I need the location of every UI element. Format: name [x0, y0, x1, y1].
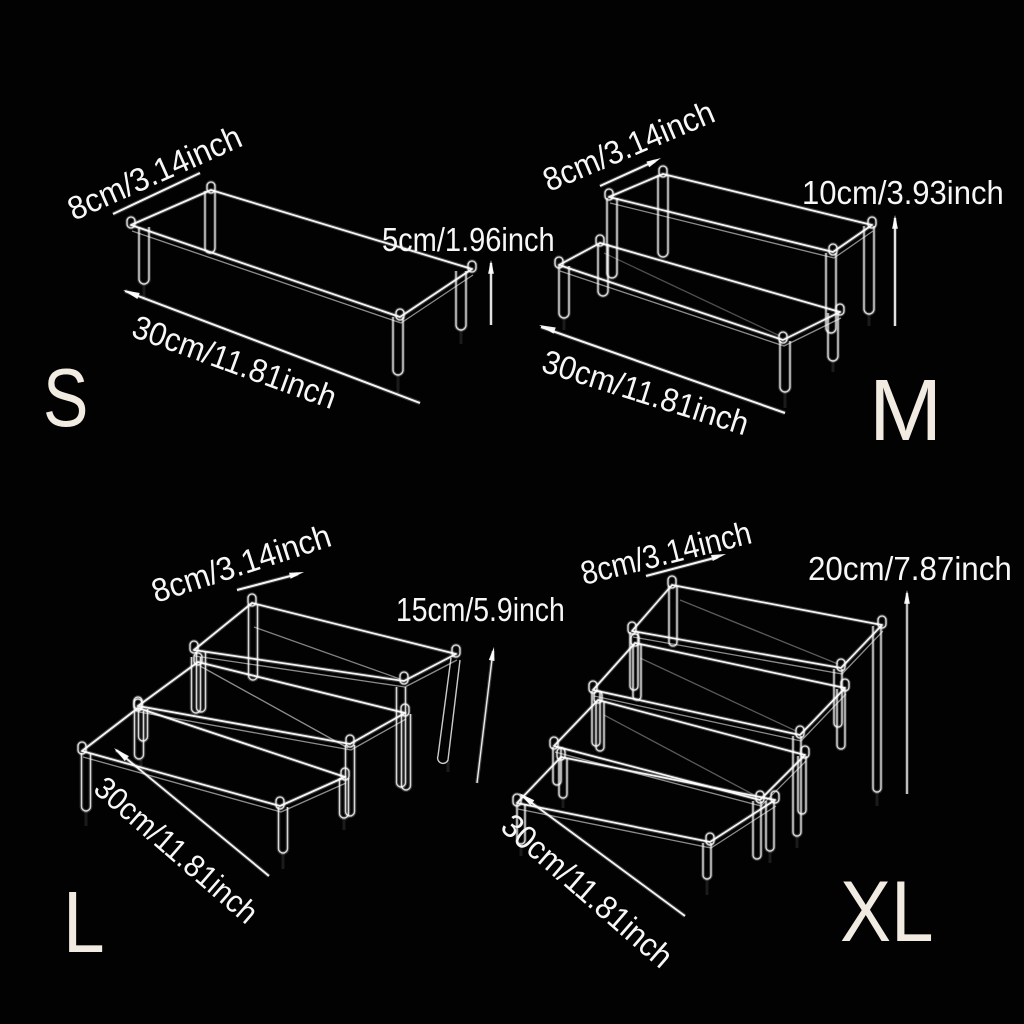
svg-text:XL: XL	[840, 864, 934, 960]
svg-text:M: M	[869, 361, 942, 459]
svg-text:15cm/5.9inch: 15cm/5.9inch	[396, 591, 565, 629]
svg-text:5cm/1.96inch: 5cm/1.96inch	[382, 221, 555, 258]
svg-text:L: L	[63, 875, 105, 972]
svg-text:10cm/3.93inch: 10cm/3.93inch	[802, 174, 1004, 211]
svg-text:S: S	[43, 352, 88, 445]
svg-text:20cm/7.87inch: 20cm/7.87inch	[808, 550, 1012, 587]
